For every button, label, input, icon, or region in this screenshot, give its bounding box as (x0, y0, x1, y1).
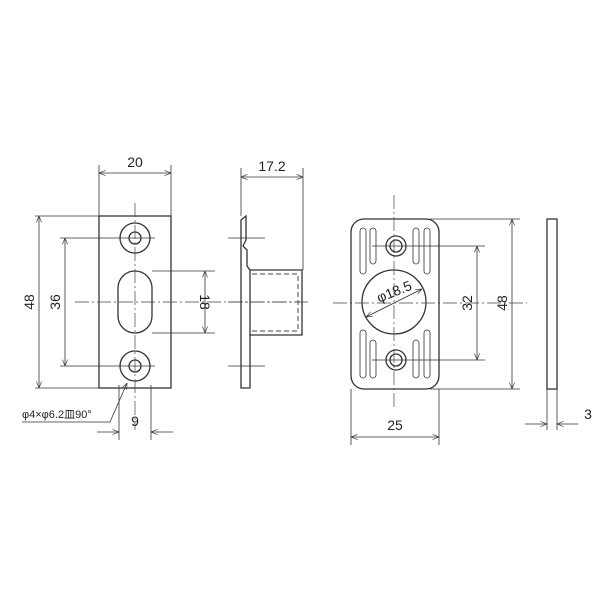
dim-hole-pitch: 36 (47, 294, 63, 310)
dim-back-thickness: 3 (584, 406, 592, 422)
thickness-view (525, 218, 578, 430)
back-plate-view (333, 195, 527, 445)
side-view (228, 168, 310, 389)
dim-back-hole-pitch: 32 (459, 295, 475, 311)
dim-front-width: 20 (127, 154, 143, 170)
dim-slot-width: 9 (131, 413, 139, 429)
dim-side-depth: 17.2 (258, 158, 285, 174)
dim-slot-height: 18 (197, 294, 213, 310)
dim-back-height: 48 (494, 295, 510, 311)
front-view (22, 165, 300, 440)
dim-back-width: 25 (387, 417, 403, 433)
hole-note: φ4×φ6.2皿90° (22, 409, 92, 421)
dim-front-height: 48 (21, 294, 37, 310)
